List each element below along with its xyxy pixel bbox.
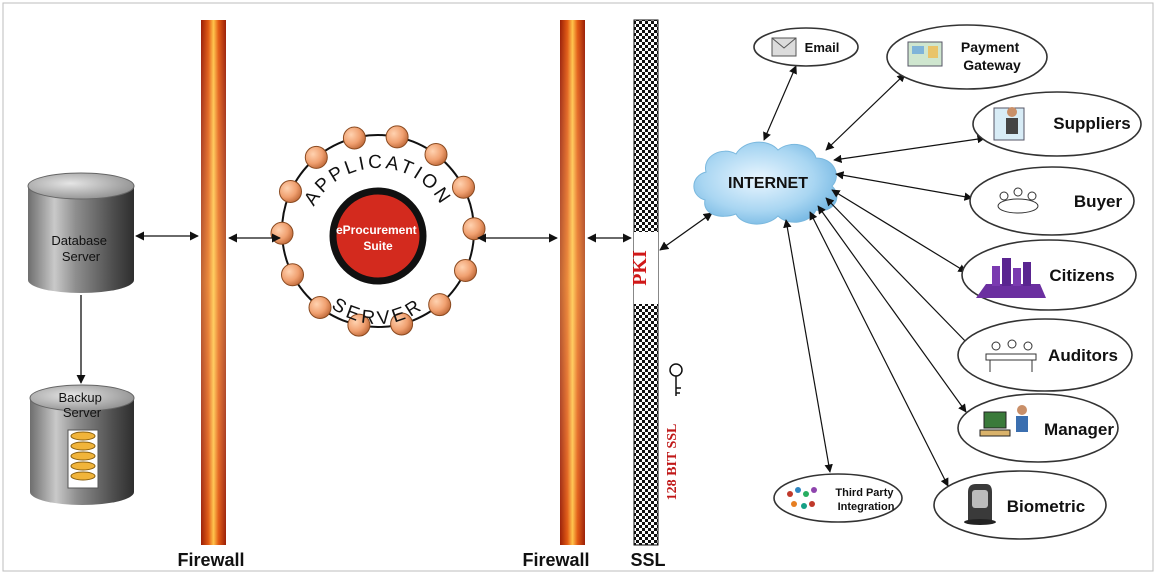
firewall-right-label: Firewall [522, 550, 589, 570]
biometric-node: Biometric [933, 470, 1107, 540]
ring-bead [462, 217, 486, 241]
auditors-table-icon [985, 339, 1037, 372]
fingerprint-scanner-icon [964, 484, 996, 525]
ring-bead [304, 145, 328, 169]
third-party-label: Third Party Integration [835, 487, 896, 513]
firewall-left-label: Firewall [177, 550, 244, 570]
key-icon [669, 363, 683, 396]
pki-label: PKI [629, 250, 651, 286]
ring-bead [270, 221, 294, 245]
city-skyline-icon [976, 258, 1046, 298]
internet-label: INTERNET [728, 175, 808, 192]
internet-cloud: INTERNET [693, 141, 838, 225]
eprocurement-core [329, 187, 427, 285]
eprocurement-label: eProcurement Suite [336, 223, 420, 253]
email-node: Email [753, 27, 859, 67]
auditors-label: Auditors [1048, 346, 1118, 365]
citizens-node: Citizens [961, 239, 1137, 311]
ring-bead [342, 126, 366, 150]
ring-bead [347, 313, 371, 337]
database-server-label: Database Server [51, 233, 110, 264]
biometric-label: Biometric [1007, 497, 1085, 516]
auditors-node: Auditors [957, 318, 1133, 392]
firewall-left: Firewall [177, 20, 245, 570]
ring-bead [308, 296, 332, 319]
ssl-128-label: 128 BIT SSL [665, 424, 680, 501]
envelope-icon [771, 37, 797, 57]
ring-bead [390, 312, 414, 336]
ring-bead [454, 259, 477, 282]
buyer-node: Buyer [969, 166, 1135, 236]
ssl-128-group: 128 BIT SSL [665, 363, 683, 501]
payment-gateway-label: Payment Gateway [961, 39, 1023, 73]
firewall-right: Firewall [522, 20, 590, 570]
supplier-person-icon [993, 107, 1025, 141]
payment-gateway-node: Payment Gateway [886, 24, 1048, 90]
left-connectors [135, 212, 713, 251]
ring-bead [279, 180, 302, 203]
ring-bead [424, 143, 448, 166]
citizens-label: Citizens [1049, 266, 1114, 285]
payment-terminal-icon [907, 41, 943, 67]
application-server: APPLICATION SERVER eProcurement Suite [270, 125, 486, 337]
manager-label: Manager [1044, 420, 1114, 439]
backup-server: Backup Server [29, 384, 135, 505]
internet-connectors [763, 65, 986, 487]
database-server: Database Server [27, 172, 135, 293]
suppliers-label: Suppliers [1053, 114, 1130, 133]
ring-bead [281, 263, 304, 287]
people-group-icon [787, 487, 817, 509]
buyer-label: Buyer [1074, 192, 1123, 211]
ssl-column: PKI SSL [629, 19, 666, 570]
ring-bead [428, 293, 452, 317]
manager-node: Manager [957, 393, 1119, 463]
ring-bead [452, 175, 475, 199]
email-label: Email [805, 40, 840, 55]
ring-bead [385, 125, 409, 149]
third-party-integration-node: Third Party Integration [773, 473, 903, 523]
ring-beads [270, 125, 486, 337]
meeting-table-icon [997, 187, 1039, 214]
manager-computer-icon [979, 405, 1028, 437]
ssl-label: SSL [630, 550, 665, 570]
backup-server-label: Backup Server [59, 390, 106, 420]
suppliers-node: Suppliers [972, 91, 1142, 157]
